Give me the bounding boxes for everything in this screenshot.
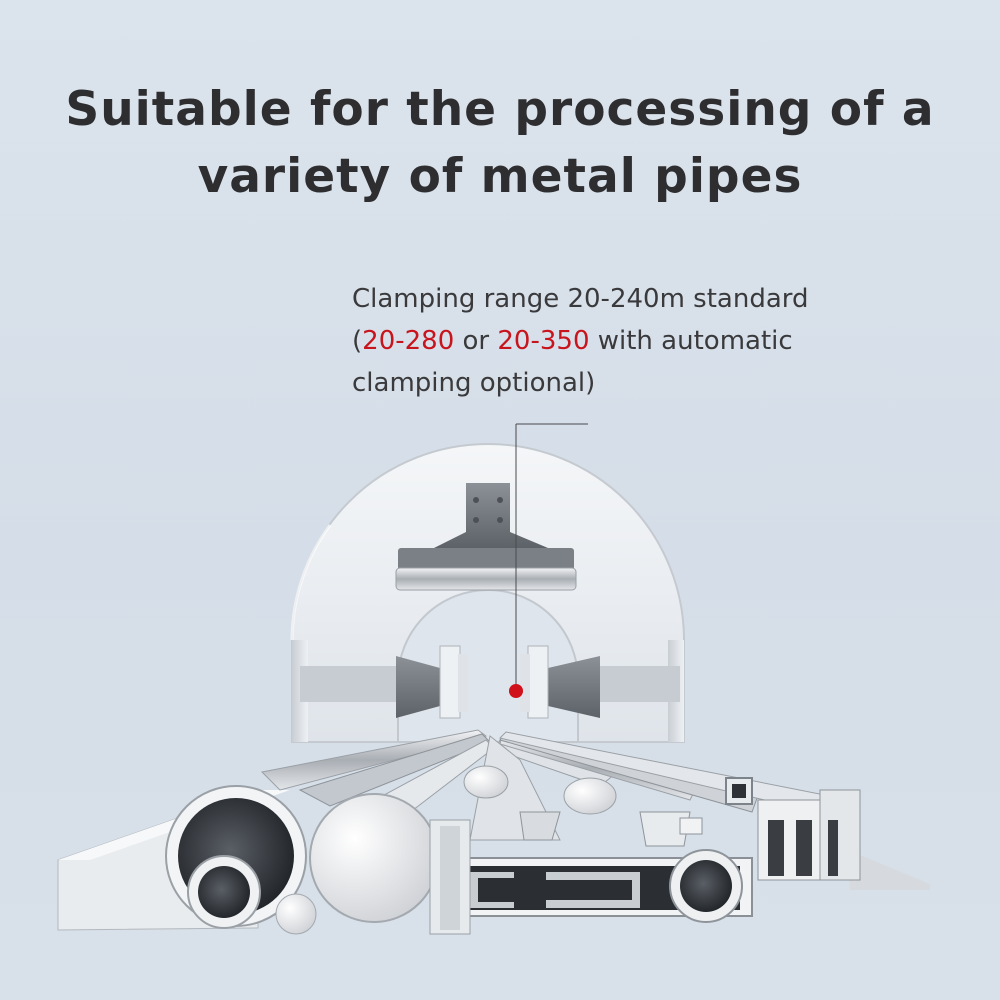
right-clamp-jaw	[520, 645, 680, 719]
callout-line-2-rest: with automatic	[589, 326, 793, 356]
callout-or: or	[454, 326, 498, 356]
metal-pipes-bundle	[57, 729, 930, 935]
range-option-280: 20-280	[362, 326, 455, 356]
headline: Suitable for the processing of a variety…	[0, 76, 1000, 210]
callout-line-2: (20-280 or 20-350 with automatic	[352, 320, 912, 362]
callout-pointer	[509, 423, 588, 698]
left-clamp-jaw	[300, 645, 468, 719]
top-clamp-jaw	[395, 483, 577, 591]
range-option-350: 20-350	[497, 326, 590, 356]
headline-line-1: Suitable for the processing of a	[65, 82, 935, 137]
callout-line-1: Clamping range 20-240m standard	[352, 284, 809, 314]
callout-line-3: clamping optional)	[352, 368, 596, 398]
headline-line-2: variety of metal pipes	[197, 149, 803, 204]
clamping-range-callout: Clamping range 20-240m standard (20-280 …	[352, 278, 912, 404]
callout-paren-open: (	[352, 326, 363, 356]
